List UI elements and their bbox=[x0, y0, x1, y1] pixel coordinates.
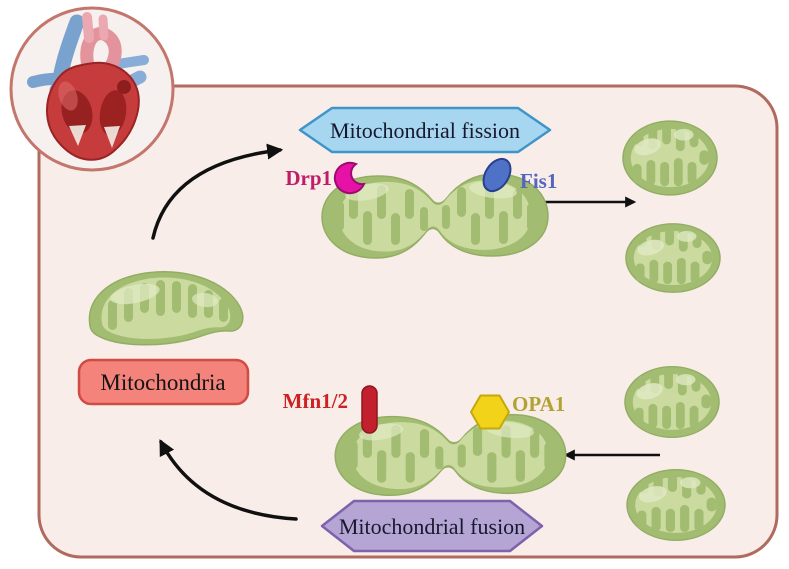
heart-aorta bbox=[80, 12, 122, 73]
mfn12-label: Mfn1/2 bbox=[283, 389, 348, 413]
mitochondrion-fusion-substrate-1 bbox=[624, 365, 720, 439]
fis1-group: Fis1 bbox=[482, 157, 557, 193]
fission-banner: Mitochondrial fission bbox=[298, 106, 552, 154]
opa1-label: OPA1 bbox=[512, 392, 565, 416]
mfn12-group: Mfn1/2 bbox=[283, 385, 378, 434]
drp1-crescent-icon bbox=[333, 161, 366, 195]
mitochondria-box: Mitochondria bbox=[77, 358, 250, 406]
fusion-banner: Mitochondrial fusion bbox=[320, 499, 544, 553]
mfn12-rod-icon bbox=[361, 385, 378, 434]
mitochondrion-bean bbox=[88, 271, 244, 346]
main-panel bbox=[37, 84, 779, 559]
heart-body bbox=[46, 61, 140, 161]
mitochondrion-fusion-substrate-2 bbox=[626, 468, 726, 542]
arrow-fusion-to-mitochondria bbox=[159, 439, 298, 521]
mitochondrion-fission-product-2 bbox=[625, 223, 721, 293]
fusion-banner-label: Mitochondrial fusion bbox=[339, 514, 525, 539]
drp1-group: Drp1 bbox=[285, 161, 366, 195]
arrow-mitochondria-to-fission bbox=[151, 143, 284, 240]
opa1-group: OPA1 bbox=[470, 392, 565, 430]
fission-banner-label: Mitochondrial fission bbox=[330, 118, 520, 143]
mitochondrion-fission-product-1 bbox=[622, 120, 718, 196]
mitochondria-box-label: Mitochondria bbox=[100, 370, 225, 395]
fis1-label: Fis1 bbox=[520, 169, 557, 193]
heart-illustration bbox=[9, 6, 175, 172]
drp1-label: Drp1 bbox=[285, 166, 332, 190]
fis1-ellipse-icon bbox=[482, 157, 512, 193]
opa1-hexagon-icon bbox=[470, 394, 510, 430]
